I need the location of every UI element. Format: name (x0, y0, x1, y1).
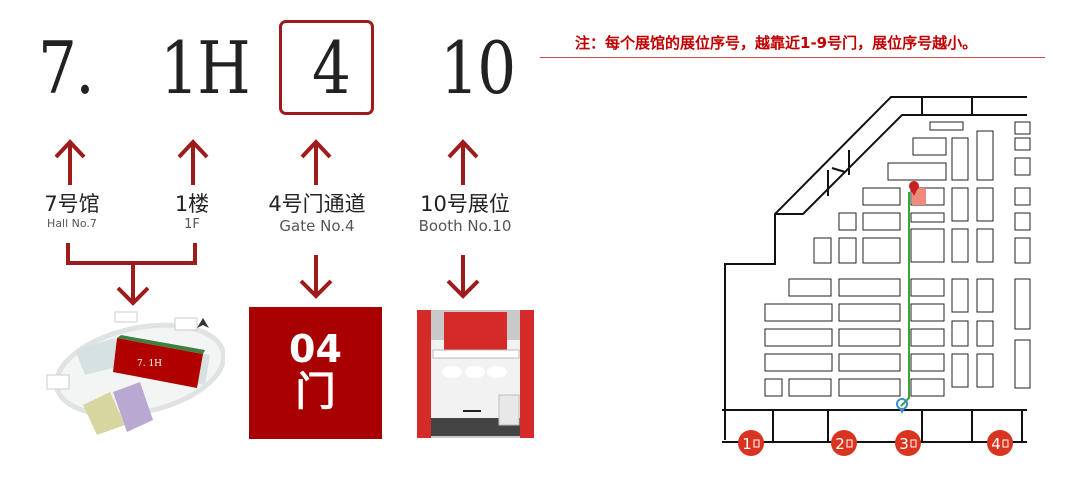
label-hall: 7号馆 (44, 192, 100, 216)
booth (838, 303, 901, 322)
booth (764, 303, 833, 322)
booth (912, 137, 947, 156)
booth (976, 278, 994, 313)
booth-illustration (417, 310, 534, 438)
gate-number: 3 (899, 435, 909, 453)
booth (1014, 187, 1031, 206)
arrow-up-icon (447, 139, 479, 185)
booth (788, 378, 832, 397)
booth (951, 278, 969, 313)
booth (910, 212, 945, 223)
booth-code: 10 (440, 26, 516, 110)
booth (910, 378, 945, 397)
start-pin-icon (896, 398, 908, 414)
arrow-down-icon (116, 263, 150, 306)
booth (862, 212, 901, 231)
gate-code: 4 (312, 26, 351, 110)
booth (862, 237, 901, 264)
booth (910, 228, 945, 263)
gate-card-number: 04 (289, 327, 342, 371)
note-divider (540, 57, 1045, 58)
destination-pin-icon (909, 181, 919, 196)
booth (951, 228, 969, 263)
sublabel-hall: Hall No.7 (47, 217, 97, 230)
booth (1014, 157, 1031, 176)
gate-code-box (279, 20, 374, 115)
booth (764, 328, 833, 347)
gate-marker-3: 3 (895, 430, 921, 456)
gate-card-word: 门 (295, 369, 336, 415)
arrows (54, 139, 480, 306)
label-floor: 1楼 (174, 192, 210, 216)
booth (887, 162, 947, 181)
compass-icon (197, 318, 209, 328)
booth (764, 378, 783, 397)
arrow-up-icon (177, 139, 209, 185)
booth (838, 212, 857, 231)
booth (910, 353, 945, 372)
booth (976, 228, 994, 263)
sublabel-gate: Gate No.4 (279, 217, 355, 235)
booth (951, 353, 969, 388)
gate-marker-1: 1 (738, 430, 764, 456)
hall-map-illustration: 7. 1H (46, 311, 225, 435)
booth (951, 320, 969, 347)
arrow-down-icon (299, 255, 333, 299)
booth (838, 353, 901, 372)
hall-map-highlight-label: 7. 1H (137, 359, 162, 369)
gate-card: 04 门 (249, 307, 382, 439)
arrow-down-icon (446, 255, 480, 299)
arrow-up-icon (54, 139, 86, 185)
booth (1014, 137, 1031, 151)
gate-number: 2 (835, 435, 845, 453)
booth (838, 328, 901, 347)
booth (910, 328, 945, 347)
booth (951, 137, 969, 181)
booth (1014, 237, 1031, 264)
floor-plan-walls (722, 96, 1027, 443)
hall-code: 7. (38, 26, 95, 110)
booth (976, 320, 994, 347)
booth (976, 187, 994, 222)
booth (813, 237, 832, 264)
booth (929, 121, 964, 131)
booth (838, 237, 857, 264)
booth (788, 278, 832, 297)
booth (838, 278, 901, 297)
gate-number: 4 (991, 435, 1001, 453)
booth (910, 303, 945, 322)
booth (764, 353, 833, 372)
booth-grid (764, 121, 1031, 397)
booth (862, 187, 901, 206)
gate-number: 1 (742, 435, 752, 453)
booth (910, 278, 945, 297)
gate-marker-4: 4 (987, 430, 1013, 456)
label-booth: 10号展位 (420, 192, 510, 216)
sublabel-floor: 1F (184, 217, 200, 232)
arrow-up-icon (300, 139, 332, 185)
booth (976, 353, 994, 388)
booth (1014, 278, 1031, 330)
sublabel-booth: Booth No.10 (418, 217, 512, 235)
booth (1014, 121, 1031, 135)
note-text: 注：每个展馆的展位序号，越靠近1-9号门，展位序号越小。 (575, 34, 978, 52)
booth (838, 378, 901, 397)
booth (1014, 339, 1031, 389)
booth (976, 130, 994, 181)
label-gate: 4号门通道 (268, 192, 366, 216)
floor-code: 1H (160, 26, 251, 110)
route-path (900, 192, 910, 407)
booth (1014, 212, 1031, 231)
booth (951, 187, 969, 222)
gate-marker-2: 2 (831, 430, 857, 456)
